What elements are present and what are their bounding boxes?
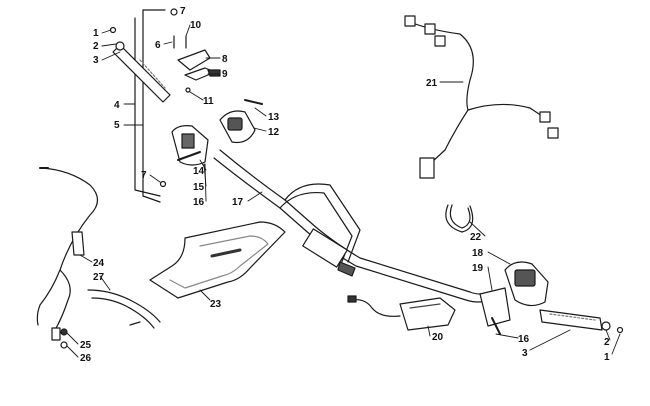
callout-9: 9 [222, 69, 228, 80]
callout-labels: 1 2 3 4 5 6 7 7 8 9 10 11 12 13 14 15 16… [80, 6, 610, 364]
callout-1a: 1 [93, 28, 99, 39]
callout-5: 5 [114, 120, 120, 131]
wiring-harness [404, 15, 559, 179]
callout-20: 20 [432, 332, 444, 343]
callout-21: 21 [426, 78, 438, 89]
callout-24: 24 [93, 258, 105, 269]
throttle-housing [159, 125, 209, 188]
callout-2a: 2 [93, 41, 99, 52]
callout-17: 17 [232, 197, 244, 208]
handlebar [213, 149, 491, 303]
callout-12: 12 [268, 127, 280, 138]
switch-housing-right [479, 261, 549, 335]
callout-15: 15 [193, 182, 205, 193]
bracket-4-5 [134, 9, 166, 203]
leader-lines [66, 24, 621, 358]
callout-25: 25 [80, 340, 92, 351]
callout-4: 4 [114, 100, 120, 111]
callout-23: 23 [210, 299, 222, 310]
handlebar-pad [149, 221, 286, 299]
callout-13: 13 [268, 112, 280, 123]
left-grip [109, 26, 171, 103]
callout-7b: 7 [141, 170, 147, 181]
callout-8: 8 [222, 54, 228, 65]
throttle-cable [36, 167, 99, 349]
callout-18: 18 [472, 248, 484, 259]
hose [87, 289, 161, 329]
callout-3b: 3 [522, 348, 528, 359]
callout-16a: 16 [193, 197, 205, 208]
throttle-hardware [170, 8, 221, 93]
callout-2b: 2 [604, 337, 610, 348]
heater-element [347, 295, 456, 331]
callout-27: 27 [93, 272, 105, 283]
callout-11: 11 [203, 96, 214, 107]
clip-ring [445, 204, 474, 233]
callout-10: 10 [190, 20, 202, 31]
callout-7a: 7 [180, 6, 186, 17]
callout-6: 6 [155, 40, 161, 51]
callout-3a: 3 [93, 55, 99, 66]
callout-16b: 16 [518, 334, 530, 345]
switch-housing-left [219, 99, 263, 144]
right-grip [539, 309, 624, 334]
callout-14: 14 [193, 166, 205, 177]
callout-22: 22 [470, 232, 482, 243]
callout-19: 19 [472, 263, 484, 274]
callout-1b: 1 [604, 352, 610, 363]
callout-26: 26 [80, 353, 92, 364]
